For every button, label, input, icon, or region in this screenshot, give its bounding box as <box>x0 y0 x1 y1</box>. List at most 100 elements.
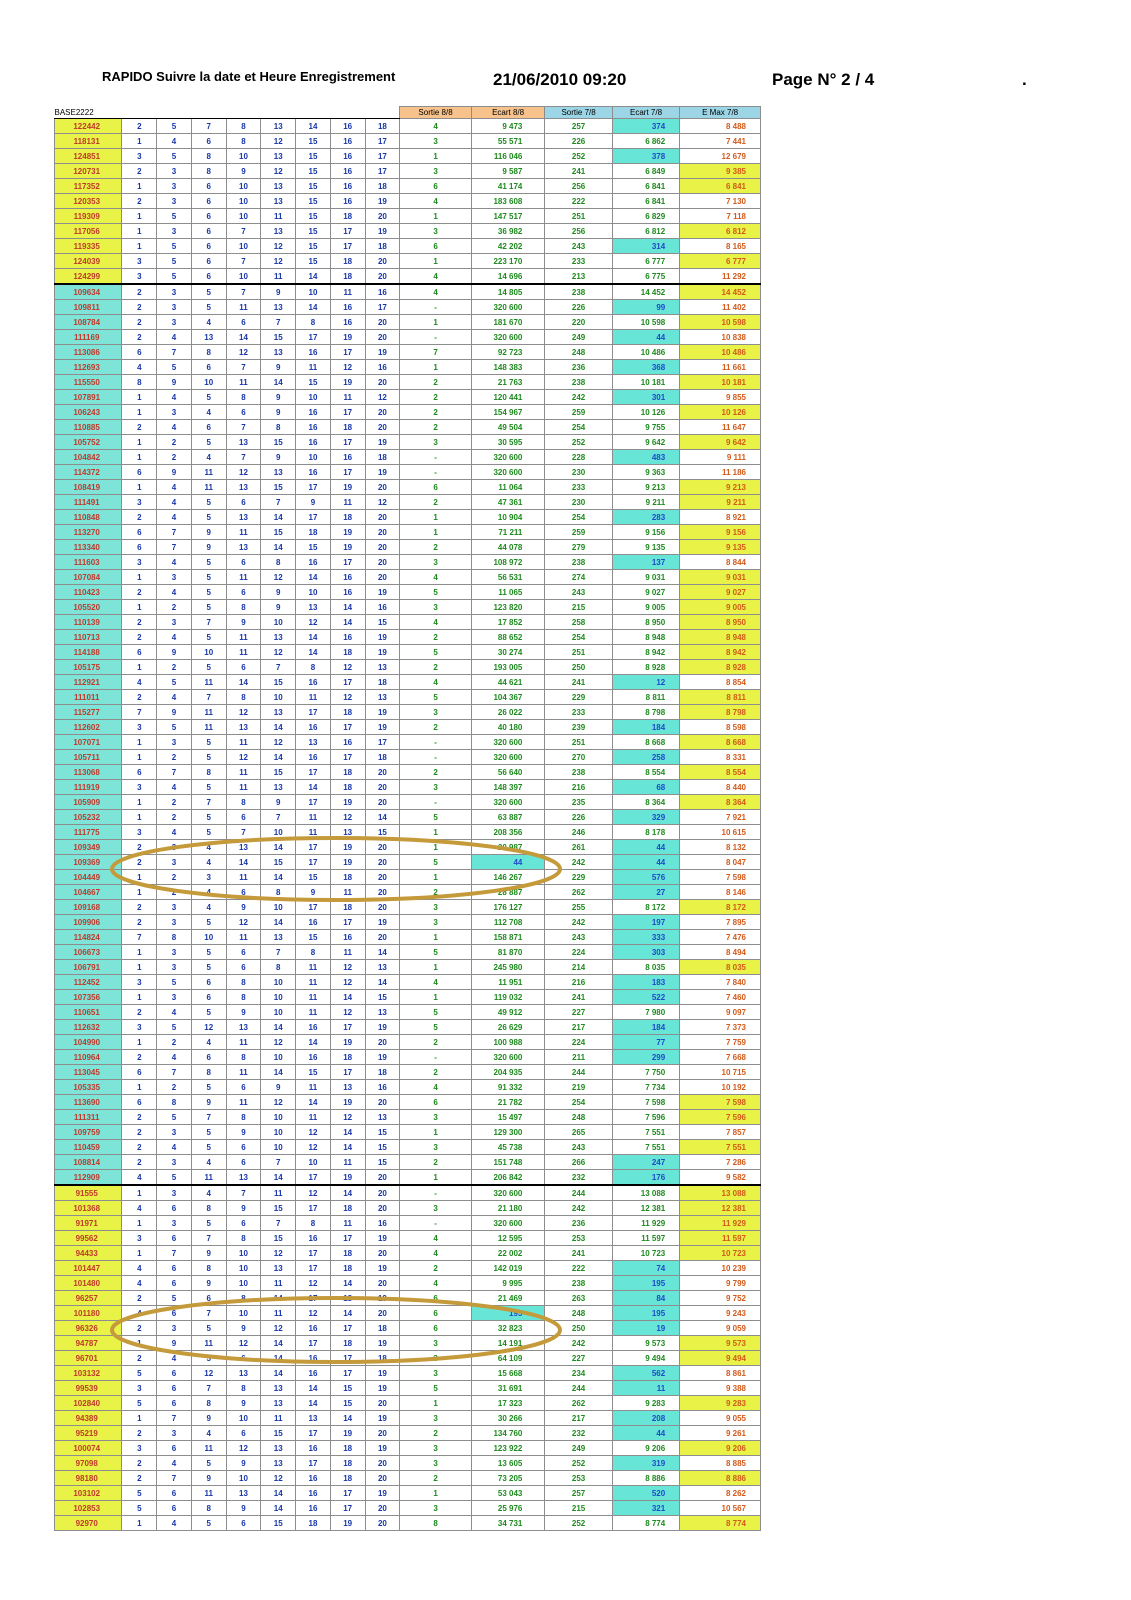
combination-id: 96257 <box>53 1290 123 1306</box>
sortie-7-value: 266 <box>544 1154 613 1170</box>
combination-id: 109168 <box>53 899 123 915</box>
combination-id: 98180 <box>53 1470 123 1486</box>
emax-7-value: 11 929 <box>679 1215 761 1231</box>
ecart-7-value: 12 <box>611 674 681 690</box>
combination-id: 124039 <box>53 253 123 269</box>
combination-id: 104667 <box>53 884 123 900</box>
combination-id: 124299 <box>53 268 123 285</box>
combination-id: 105232 <box>53 809 123 825</box>
page-header: RAPIDO Suivre la date et Heure Enregistr… <box>0 0 1131 100</box>
ecart-8-value: 34 731 <box>470 1515 546 1531</box>
emax-7-value: 7 551 <box>679 1139 761 1155</box>
emax-7-value: 6 841 <box>679 178 761 194</box>
combination-id: 122442 <box>53 118 123 134</box>
emax-7-value: 13 088 <box>679 1184 761 1201</box>
emax-7-value: 8 668 <box>679 734 761 750</box>
emax-7-value: 7 596 <box>679 1109 761 1125</box>
combination-id: 101447 <box>53 1260 123 1276</box>
combination-id: 113270 <box>53 524 123 540</box>
hand-drawn-ellipse <box>110 836 562 902</box>
drawn-number: 18 <box>329 253 366 269</box>
ecart-7-value: 301 <box>611 389 681 405</box>
combination-id: 104449 <box>53 869 123 885</box>
ecart-7-value: 283 <box>611 509 681 525</box>
combination-id: 91555 <box>53 1184 123 1201</box>
ecart-7-value: 176 <box>611 1169 681 1186</box>
emax-7-value: 9 494 <box>679 1350 761 1366</box>
combination-id: 111169 <box>53 329 123 345</box>
column-header-base: BASE2222 <box>54 106 122 119</box>
drawn-number: 15 <box>260 1515 297 1531</box>
emax-7-value: 7 286 <box>679 1154 761 1170</box>
combination-id: 105711 <box>53 749 123 765</box>
combination-id: 92970 <box>53 1515 123 1531</box>
combination-id: 109759 <box>53 1124 123 1140</box>
emax-7-value: 8 554 <box>679 764 761 780</box>
ecart-7-value: 27 <box>611 884 681 900</box>
combination-id: 112602 <box>53 719 123 735</box>
combination-id: 106673 <box>53 944 123 960</box>
drawn-number: 7 <box>225 253 262 269</box>
ecart-7-value: 374 <box>611 118 681 134</box>
emax-7-value: 9 385 <box>679 163 761 179</box>
combination-id: 111311 <box>53 1109 123 1125</box>
emax-7-value: 8 948 <box>679 629 761 645</box>
column-header-sortie8: Sortie 8/8 <box>399 106 472 119</box>
emax-7-value: 10 723 <box>679 1245 761 1261</box>
ecart-7-value: 303 <box>611 944 681 960</box>
emax-7-value: 9 156 <box>679 524 761 540</box>
emax-7-value: 9 213 <box>679 479 761 495</box>
ecart-7-value: 183 <box>611 974 681 990</box>
emax-7-value: 8 798 <box>679 704 761 720</box>
ecart-7-value: 74 <box>611 1260 681 1276</box>
emax-7-value: 14 452 <box>679 283 761 300</box>
combination-id: 109634 <box>53 283 123 300</box>
combination-id: 124851 <box>53 148 123 164</box>
ecart-7-value: 314 <box>611 238 681 254</box>
ecart-7-value: 14 452 <box>611 283 681 300</box>
date-time: 21/06/2010 09:20 <box>493 70 627 89</box>
combination-id: 101180 <box>53 1305 123 1321</box>
ecart-7-value: 184 <box>611 719 681 735</box>
combination-id: 115277 <box>53 704 123 720</box>
emax-7-value: 6 777 <box>679 253 761 269</box>
results-table-container: BASE2222 Sortie 8/8 Ecart 8/8 Sortie 7/8… <box>53 106 761 1531</box>
combination-id: 119309 <box>53 208 123 224</box>
page-title: RAPIDO Suivre la date et Heure Enregistr… <box>102 69 396 84</box>
drawn-number: 5 <box>190 1515 227 1531</box>
